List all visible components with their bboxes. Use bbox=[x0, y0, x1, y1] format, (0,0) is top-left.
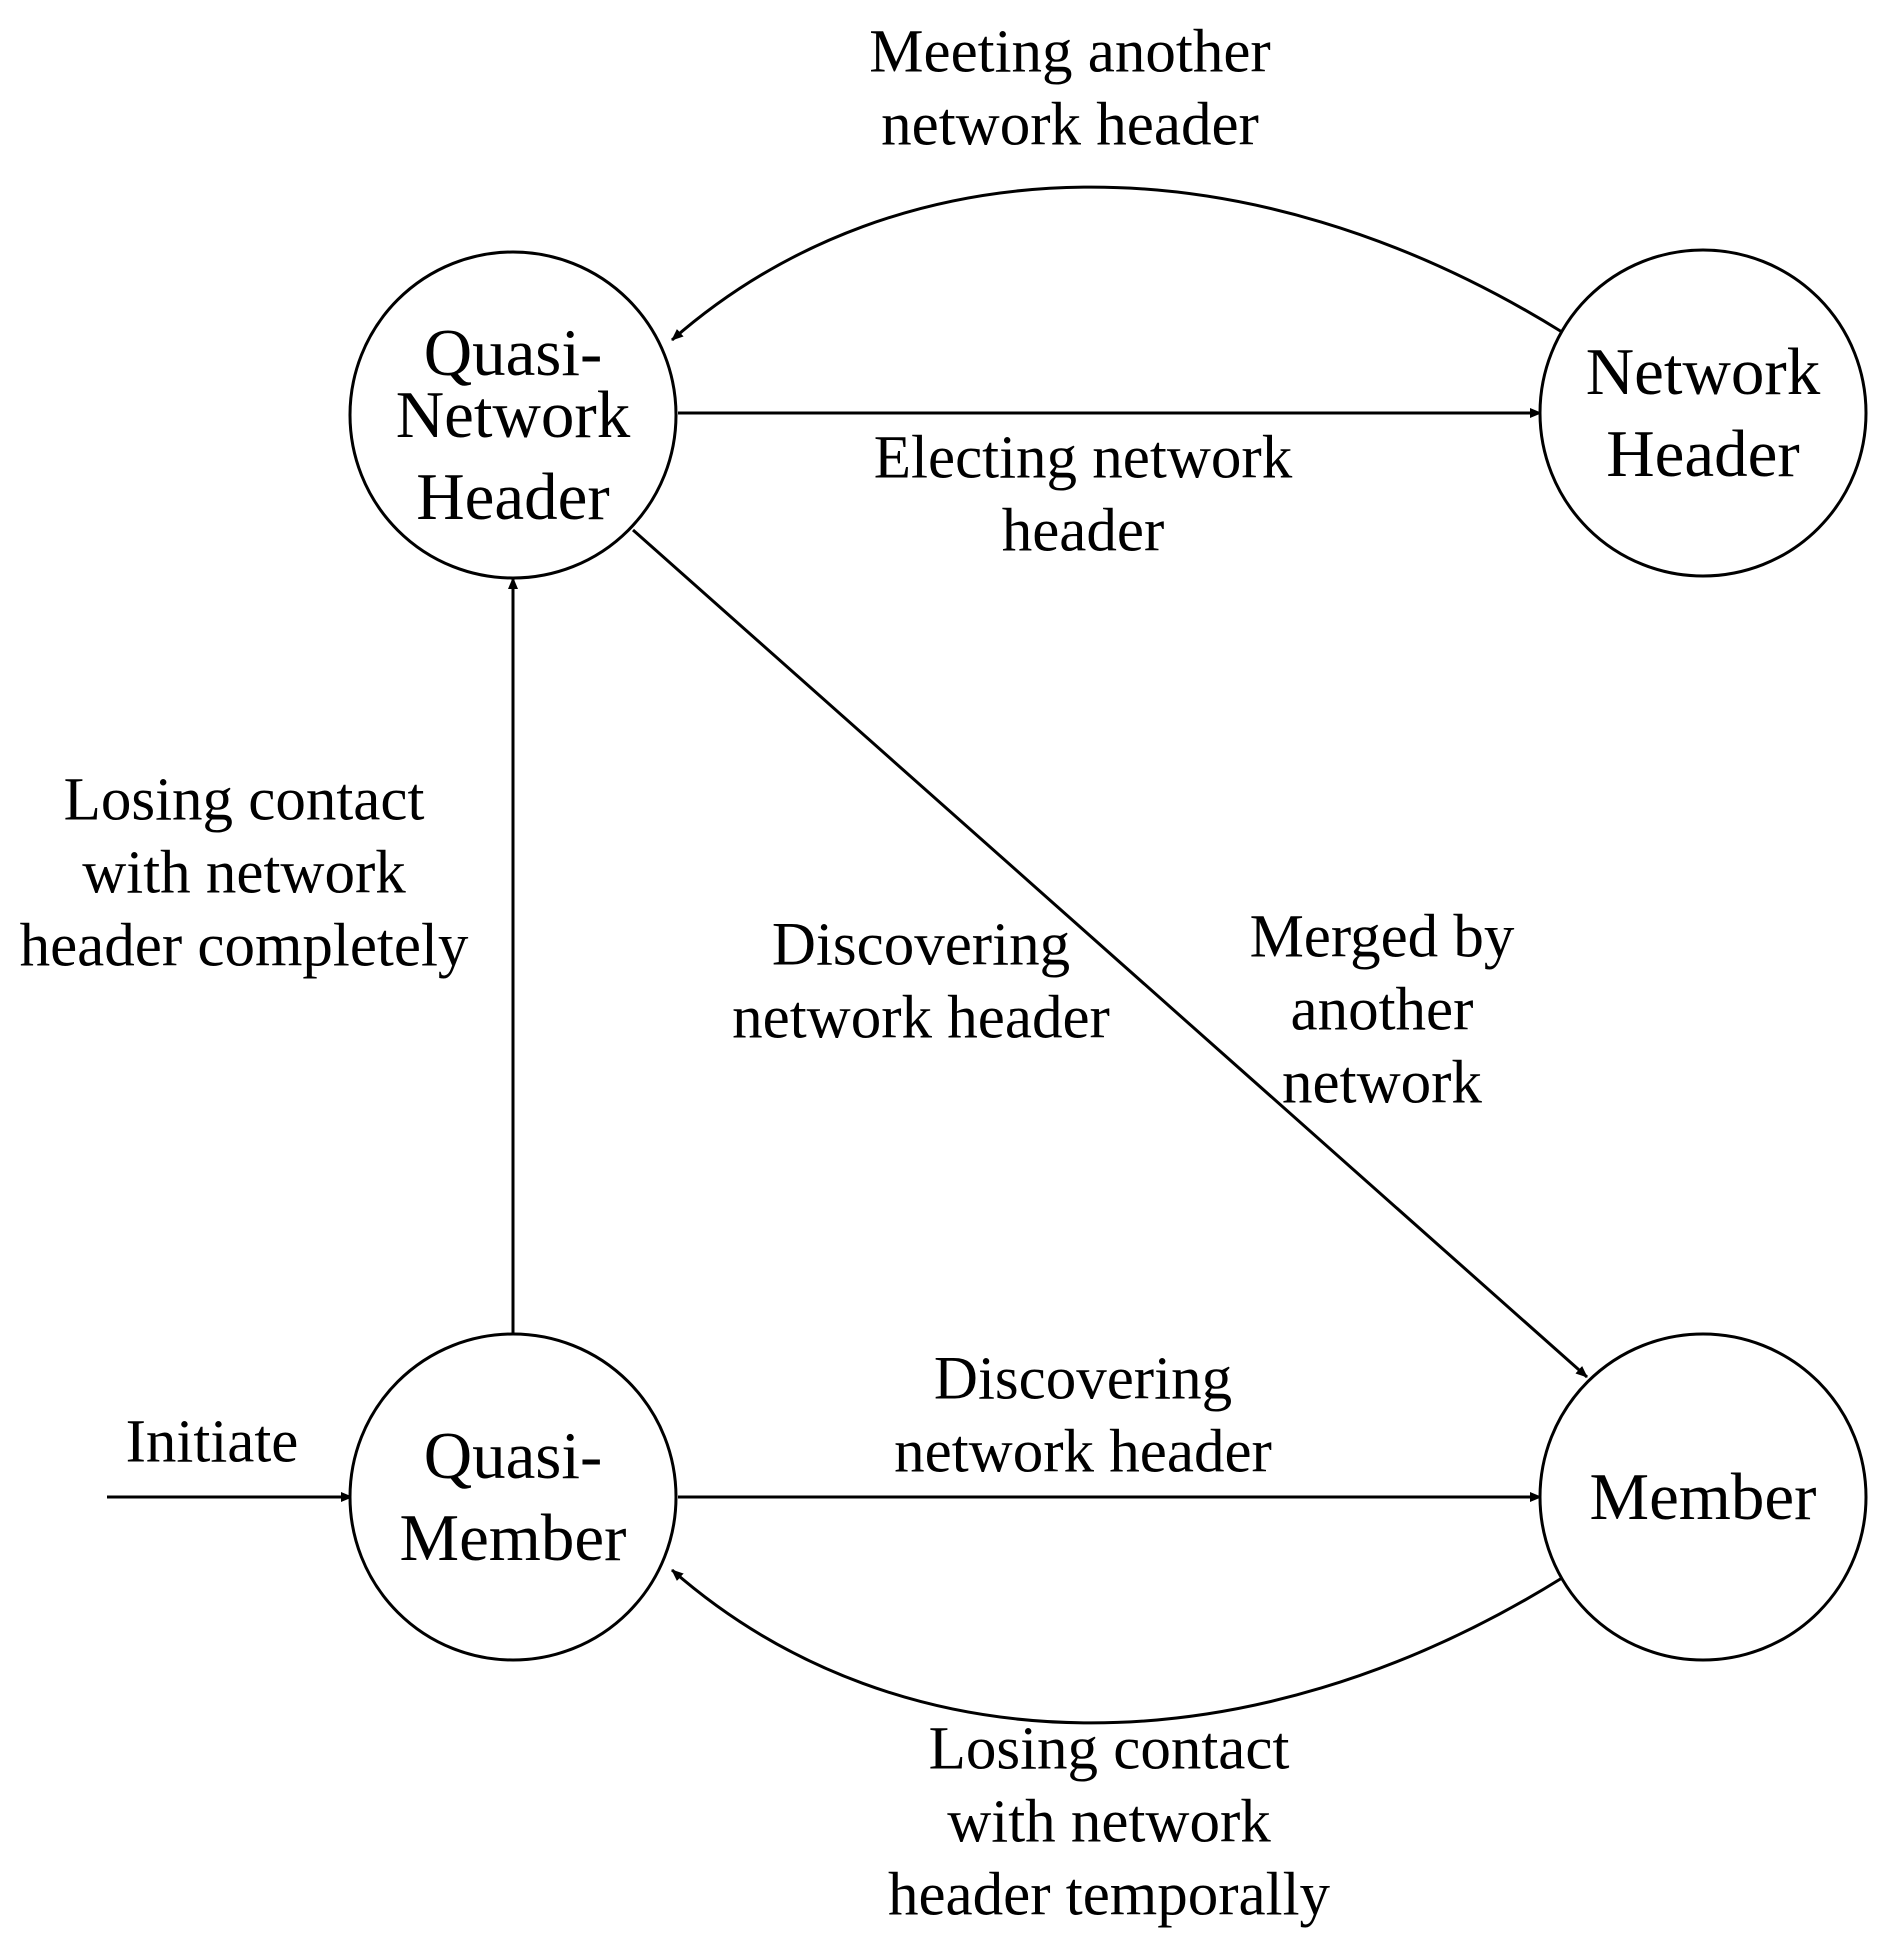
label-discovering-network-header-diagonal: Discovering network header bbox=[732, 912, 1110, 1052]
transition-label: header temporally bbox=[888, 1862, 1331, 1929]
label-merged-by-another-network: Merged by another network bbox=[1250, 904, 1515, 1117]
state-member: Member bbox=[1538, 1332, 1868, 1662]
state-network-header: Network Header bbox=[1538, 248, 1868, 578]
state-circle bbox=[348, 1332, 678, 1662]
state-quasi-network-header: Quasi- Network Header bbox=[348, 250, 678, 580]
state-label: Member bbox=[1590, 1460, 1817, 1534]
transition-label: Losing contact bbox=[929, 1716, 1290, 1783]
transition-label: network header bbox=[894, 1419, 1272, 1486]
state-label: Header bbox=[1606, 417, 1799, 491]
transition-label: Initiate bbox=[126, 1409, 299, 1476]
label-losing-contact-completely: Losing contact with network header compl… bbox=[20, 767, 469, 980]
state-label: Quasi- bbox=[424, 316, 603, 390]
state-quasi-member: Quasi- Member bbox=[348, 1332, 678, 1662]
transition-label: network bbox=[1282, 1050, 1482, 1117]
transition-label: with network bbox=[947, 1789, 1271, 1856]
state-circle bbox=[1538, 248, 1868, 578]
transition-label: network header bbox=[732, 985, 1110, 1052]
label-initiate: Initiate bbox=[126, 1409, 299, 1476]
transition-label: network header bbox=[881, 92, 1259, 159]
state-circle bbox=[348, 250, 678, 580]
label-electing-network-header: Electing network header bbox=[874, 425, 1293, 565]
transition-label: Losing contact bbox=[64, 767, 425, 834]
state-label: Member bbox=[400, 1501, 627, 1575]
transition-label: another bbox=[1291, 977, 1474, 1044]
state-label: Quasi- bbox=[424, 1419, 603, 1493]
edge-meeting-another-network-header bbox=[671, 185, 1563, 342]
transition-label: Electing network bbox=[874, 425, 1293, 492]
state-label: Network bbox=[396, 378, 631, 452]
label-losing-contact-temporally: Losing contact with network header tempo… bbox=[888, 1716, 1331, 1929]
transition-label: Discovering bbox=[772, 912, 1070, 979]
transition-label: header completely bbox=[20, 913, 469, 980]
label-meeting-another-network-header: Meeting another network header bbox=[869, 19, 1270, 159]
state-circle bbox=[1538, 1332, 1868, 1662]
state-label: Network bbox=[1586, 335, 1821, 409]
transition-label: header bbox=[1002, 498, 1165, 565]
edge-losing-contact-temporally bbox=[671, 1568, 1563, 1725]
transition-label: Meeting another bbox=[869, 19, 1270, 86]
transition-label: Merged by bbox=[1250, 904, 1515, 971]
edge-discovering-network-header-diagonal bbox=[632, 528, 1588, 1379]
state-label: Header bbox=[416, 460, 609, 534]
transition-label: Discovering bbox=[934, 1346, 1232, 1413]
label-discovering-network-header-bottom: Discovering network header bbox=[894, 1346, 1272, 1486]
transition-label: with network bbox=[82, 840, 406, 907]
